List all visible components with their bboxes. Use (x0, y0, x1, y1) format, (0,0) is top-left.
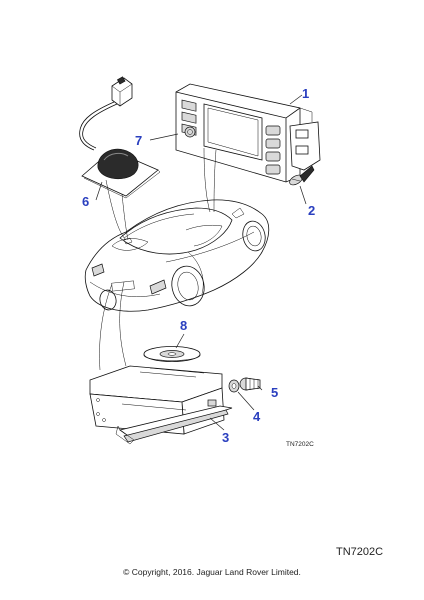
car-illustration (84, 199, 270, 312)
dvd-disc-part (143, 346, 201, 362)
screw-part (289, 165, 315, 186)
gps-antenna-part (79, 76, 161, 199)
bolt-part (239, 377, 261, 391)
callout-1: 1 (302, 86, 309, 101)
copyright-notice: © Copyright, 2016. Jaguar Land Rover Lim… (123, 567, 301, 577)
callout-7: 7 (135, 133, 142, 148)
callout-3: 3 (222, 430, 229, 445)
display-unit-part (175, 83, 321, 183)
leader-lines (95, 94, 307, 431)
diagram-reference-code: TN7202C (286, 441, 314, 448)
footer-diagram-code: TN7202C (336, 546, 384, 558)
callout-2: 2 (308, 203, 315, 218)
connection-lines (99, 147, 217, 371)
callout-8: 8 (180, 318, 187, 333)
callout-4: 4 (253, 409, 261, 424)
dvd-drive-part (89, 365, 233, 445)
washer-part (228, 379, 240, 393)
callout-6: 6 (82, 194, 89, 209)
callout-5: 5 (271, 385, 278, 400)
